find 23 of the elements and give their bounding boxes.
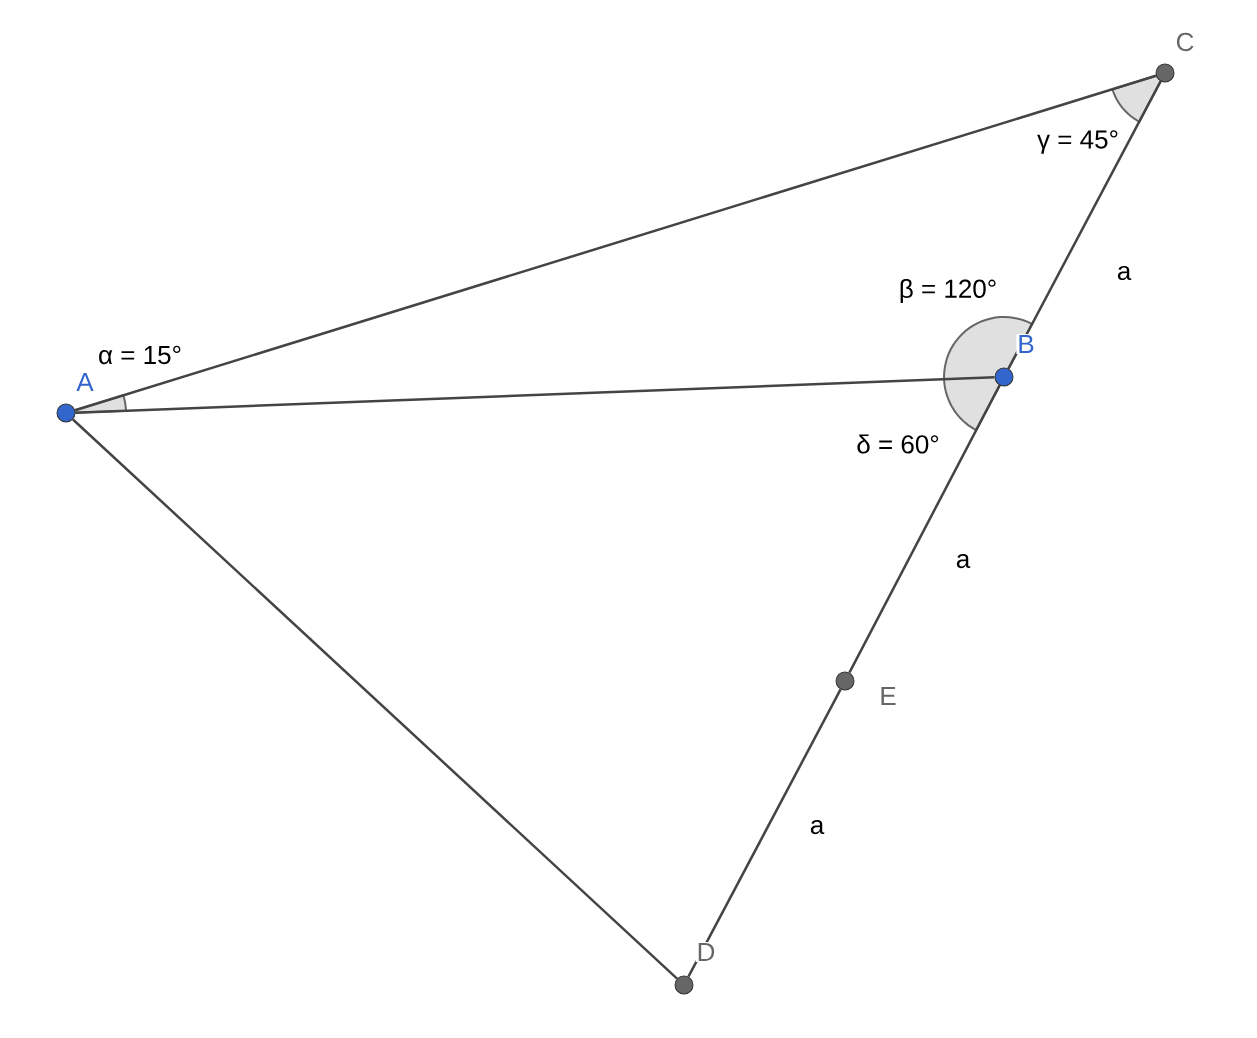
- side-label: a: [810, 819, 825, 835]
- point-label: A: [76, 373, 94, 391]
- angle-label: γ = 45°: [1037, 130, 1118, 154]
- side-label: a: [956, 553, 971, 569]
- angle-label: α = 15°: [99, 345, 181, 365]
- line-segment: [687, 688, 842, 978]
- point-label: C: [1176, 32, 1194, 52]
- line-segment: [74, 74, 1157, 412]
- point: [56, 403, 76, 423]
- point-label: D: [698, 943, 715, 961]
- point: [674, 975, 694, 995]
- line-segment: [75, 376, 995, 414]
- point: [1155, 63, 1175, 83]
- point: [994, 367, 1014, 387]
- side-label: a: [1117, 265, 1132, 281]
- angle-label: β = 120°: [900, 278, 996, 304]
- point: [835, 671, 855, 691]
- point-label: E: [881, 687, 896, 705]
- line-segment: [848, 384, 1001, 674]
- line-segment: [1007, 80, 1162, 370]
- line-segment: [72, 418, 678, 980]
- point-label: B: [1019, 335, 1034, 353]
- angle-label: δ = 60°: [857, 434, 939, 454]
